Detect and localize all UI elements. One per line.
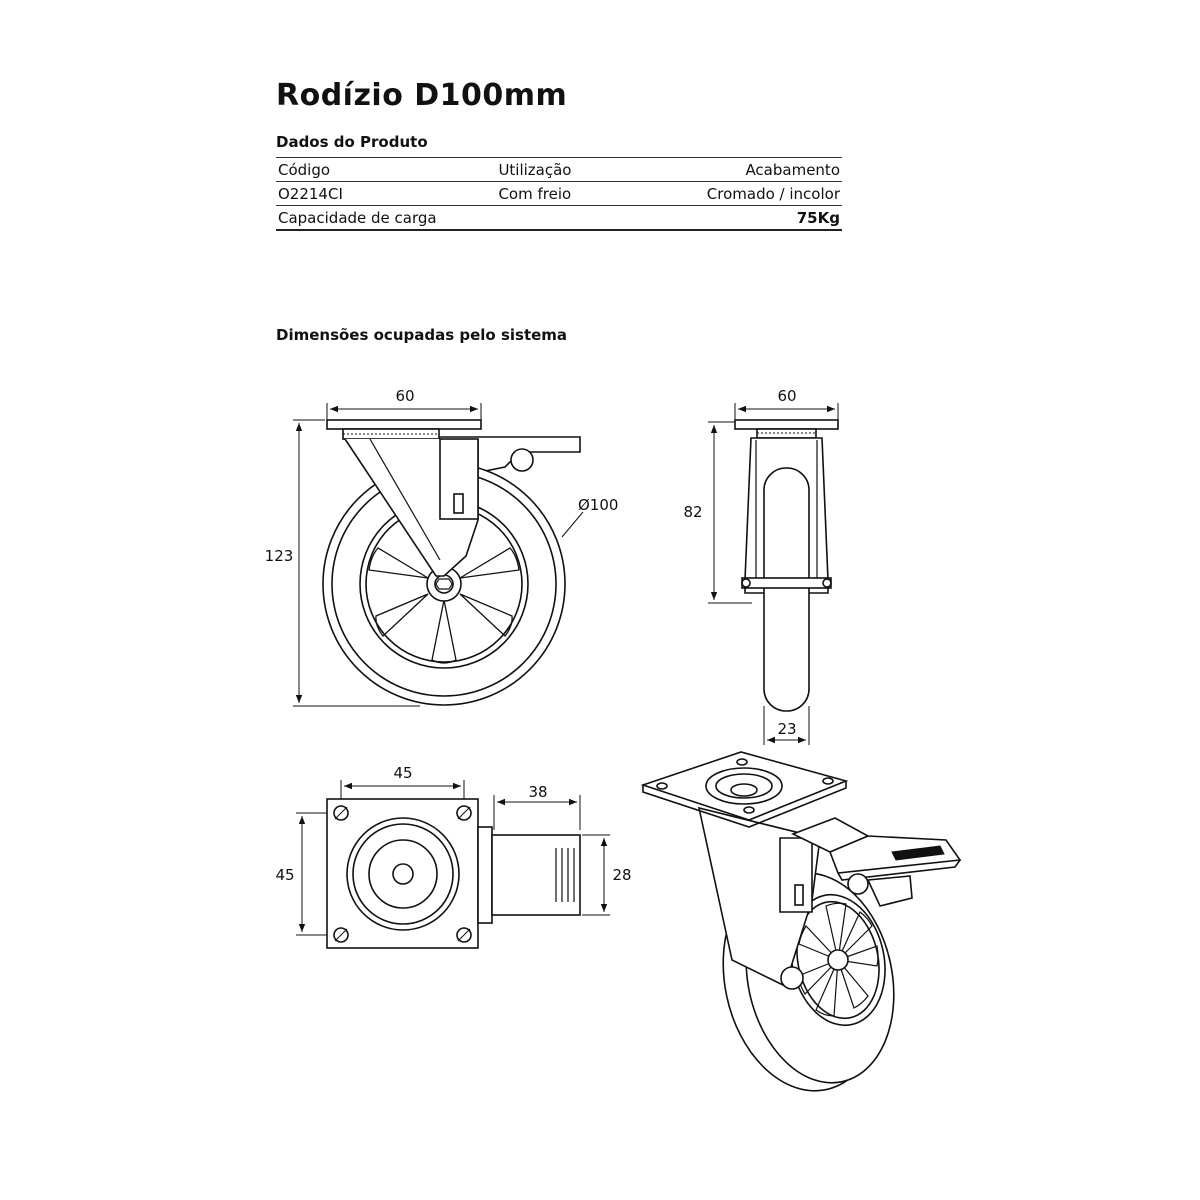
top-mounting-plate xyxy=(326,798,479,949)
front-top-plate xyxy=(734,419,839,430)
top-view-drawing: 45 45 38 28 xyxy=(275,764,632,949)
side-width-label: 60 xyxy=(395,387,414,405)
product-title: Rodízio D100mm xyxy=(276,78,568,113)
side-top-plate xyxy=(326,419,482,430)
value-finish: Cromado / incolor xyxy=(649,181,842,206)
isometric-view-drawing xyxy=(640,751,962,1092)
product-data-heading: Dados do Produto xyxy=(276,133,428,151)
front-wheel xyxy=(763,467,810,712)
brake-height-label: 28 xyxy=(612,866,631,884)
header-finish: Acabamento xyxy=(649,157,842,182)
front-wheel-width-label: 23 xyxy=(777,720,796,738)
header-code: Código xyxy=(276,157,469,182)
brake-length-label: 38 xyxy=(528,783,547,801)
spec-header-row: Código Utilização Acabamento xyxy=(276,157,842,182)
front-width-label: 60 xyxy=(777,387,796,405)
dimensions-heading: Dimensões ocupadas pelo sistema xyxy=(276,326,568,344)
plate-height-label: 45 xyxy=(275,866,294,884)
value-code: O2214CI xyxy=(276,181,469,206)
side-height-label: 123 xyxy=(265,547,294,565)
header-usage: Utilização xyxy=(468,157,650,182)
value-usage: Com freio xyxy=(468,181,650,206)
front-height-label: 82 xyxy=(683,503,702,521)
front-view-drawing: 60 82 23 xyxy=(683,387,839,745)
top-brake-pedal xyxy=(491,834,581,916)
product-spec-table: Código Utilização Acabamento O2214CI Com… xyxy=(276,157,842,231)
spec-capacity-row: Capacidade de carga 75Kg xyxy=(276,205,842,231)
capacity-label: Capacidade de carga xyxy=(276,205,650,231)
capacity-value: 75Kg xyxy=(649,205,842,231)
wheel-diameter-label: Ø100 xyxy=(578,496,618,514)
plate-width-label: 45 xyxy=(393,764,412,782)
side-view-drawing: 60 123 xyxy=(265,387,618,707)
spec-value-row: O2214CI Com freio Cromado / incolor xyxy=(276,181,842,206)
